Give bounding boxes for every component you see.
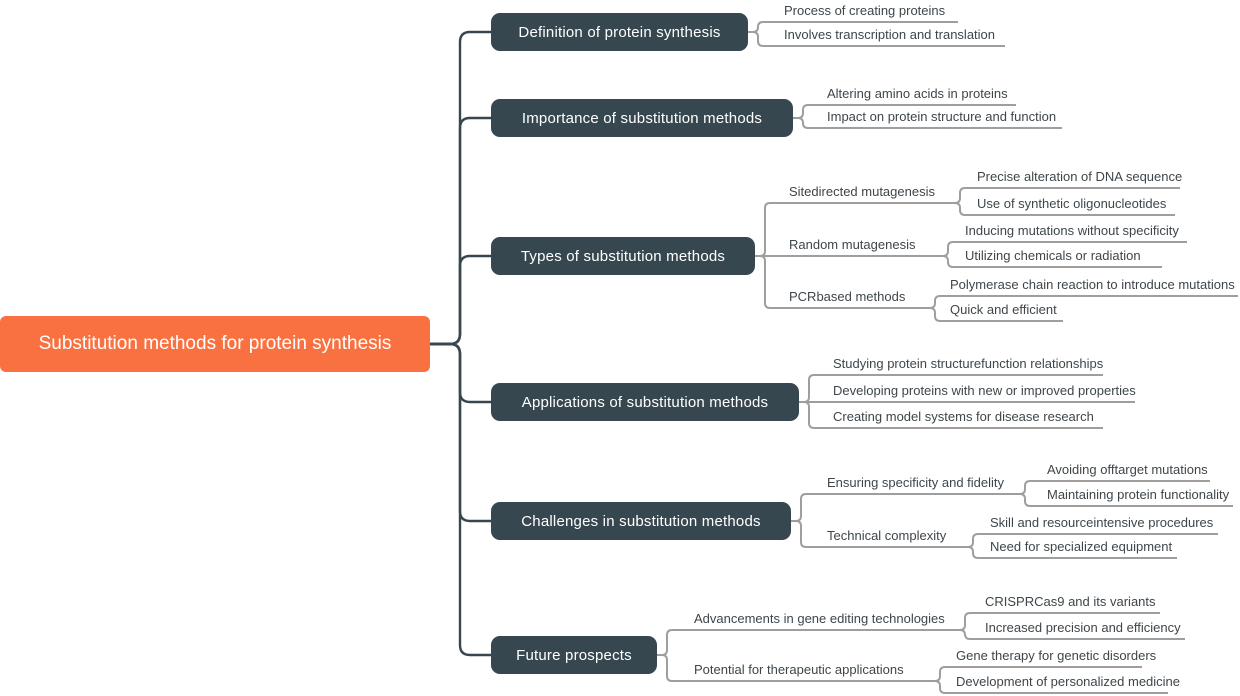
branch-connector (657, 629, 955, 656)
branch-connector (938, 255, 1162, 268)
leaf-node[interactable]: Creating model systems for disease resea… (833, 409, 1094, 424)
subtopic-node[interactable]: PCRbased methods (789, 289, 906, 304)
branch-connector (950, 202, 1175, 216)
branch-connector (925, 307, 1063, 322)
root-node[interactable]: Substitution methods for protein synthes… (0, 316, 430, 372)
subtopic-node[interactable]: Potential for therapeutic applications (694, 662, 904, 677)
branch-node[interactable]: Definition of protein synthesis (491, 13, 748, 51)
trunk-connector (430, 342, 491, 657)
branch-connector (657, 654, 930, 682)
branch-connector (930, 680, 1168, 694)
leaf-node[interactable]: Quick and efficient (950, 302, 1057, 317)
subtopic-node[interactable]: Advancements in gene editing technologie… (694, 611, 945, 626)
leaf-node[interactable]: Process of creating proteins (784, 3, 946, 18)
subtopic-node[interactable]: Sitedirected mutagenesis (789, 184, 935, 199)
leaf-node[interactable]: Need for specialized equipment (990, 539, 1173, 554)
leaf-node[interactable]: Inducing mutations without specificity (965, 223, 1179, 238)
leaf-node[interactable]: Increased precision and efficiency (985, 620, 1181, 635)
leaf-node[interactable]: Impact on protein structure and function (827, 109, 1057, 124)
subtopic-node[interactable]: Technical complexity (827, 528, 947, 543)
leaf-node[interactable]: Altering amino acids in proteins (827, 86, 1008, 101)
leaf-node[interactable]: Involves transcription and translation (784, 27, 996, 42)
leaf-node[interactable]: CRISPRCas9 and its variants (985, 594, 1156, 609)
branch-connector (793, 117, 1062, 129)
branch-connector (791, 493, 1015, 522)
branch-connector (748, 31, 1005, 47)
branch-connector (955, 629, 1185, 640)
leaf-node[interactable]: Avoiding offtarget mutations (1047, 462, 1208, 477)
branch-connector (791, 520, 963, 548)
leaf-node[interactable]: Development of personalized medicine (956, 674, 1181, 689)
branch-connector (1015, 493, 1233, 507)
branch-node[interactable]: Types of substitution methods (491, 237, 755, 275)
trunk-connector (430, 254, 491, 346)
leaf-node[interactable]: Studying protein structurefunction relat… (833, 356, 1104, 371)
branch-connector (963, 546, 1177, 559)
leaf-node[interactable]: Maintaining protein functionality (1047, 487, 1230, 502)
leaf-node[interactable]: Polymerase chain reaction to introduce m… (950, 277, 1235, 292)
branch-node[interactable]: Applications of substitution methods (491, 383, 799, 421)
leaf-node[interactable]: Precise alteration of DNA sequence (977, 169, 1183, 184)
branch-connector (755, 255, 925, 309)
leaf-node[interactable]: Use of synthetic oligonucleotides (977, 196, 1167, 211)
branch-node[interactable]: Importance of substitution methods (491, 99, 793, 137)
leaf-node[interactable]: Gene therapy for genetic disorders (956, 648, 1157, 663)
subtopic-node[interactable]: Ensuring specificity and fidelity (827, 475, 1005, 490)
branch-node[interactable]: Future prospects (491, 636, 657, 674)
leaf-node[interactable]: Skill and resourceintensive procedures (990, 515, 1214, 530)
leaf-node[interactable]: Utilizing chemicals or radiation (965, 248, 1141, 263)
branch-connector (799, 401, 1103, 429)
subtopic-node[interactable]: Random mutagenesis (789, 237, 916, 252)
branch-node[interactable]: Challenges in substitution methods (491, 502, 791, 540)
leaf-node[interactable]: Developing proteins with new or improved… (833, 383, 1136, 398)
